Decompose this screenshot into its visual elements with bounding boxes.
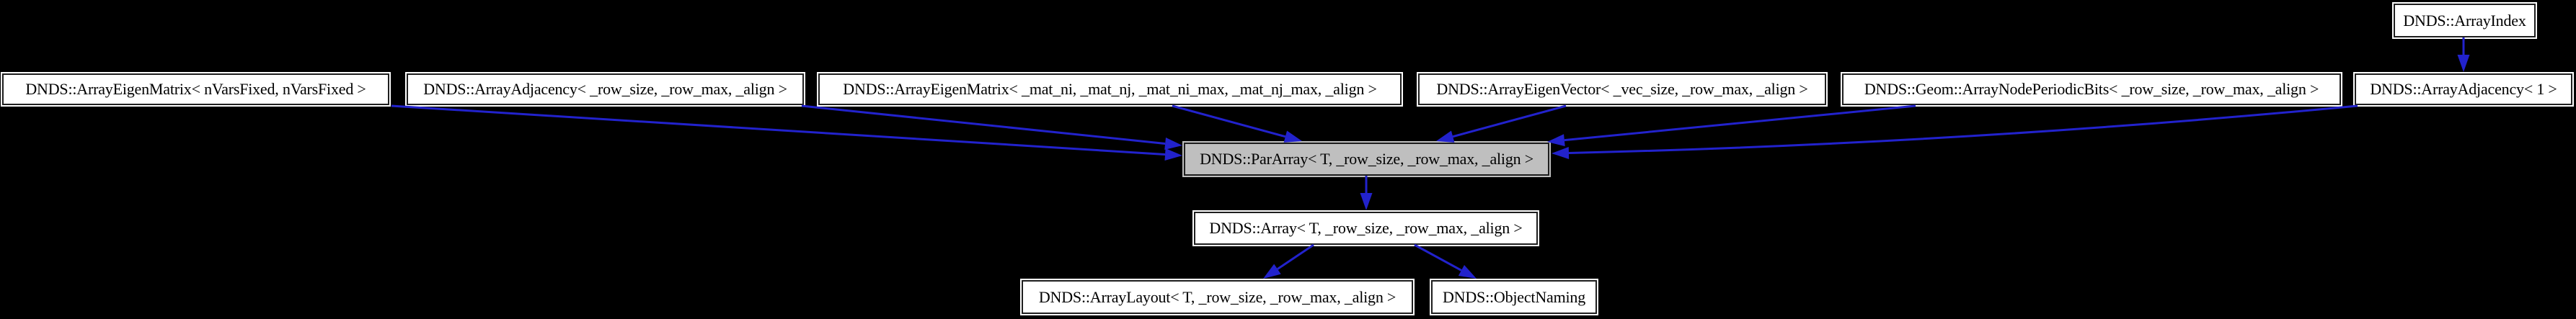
arrowhead-icon: [1552, 146, 1570, 159]
inheritance-edge-array-to-object-naming: [1414, 243, 1462, 271]
inheritance-edge-array-node-periodic-bits-to-par-array: [1564, 104, 1916, 142]
inheritance-edge-array-to-array-layout: [1277, 243, 1314, 270]
graph-node-object-naming[interactable]: DNDS::ObjectNaming: [1431, 280, 1597, 314]
graph-node-array-eigen-matrix-nvarsfixed[interactable]: DNDS::ArrayEigenMatrix< nVarsFixed, nVar…: [2, 73, 389, 105]
inheritance-edge-array-adjacency-to-par-array: [801, 104, 1166, 145]
graph-node-label: DNDS::Geom::ArrayNodePeriodicBits< _row_…: [1864, 80, 2319, 98]
graph-node-label: DNDS::ArrayAdjacency< 1 >: [2370, 80, 2557, 98]
graph-node-label: DNDS::ArrayAdjacency< _row_size, _row_ma…: [423, 80, 787, 98]
graph-node-label: DNDS::ArrayEigenMatrix< _mat_ni, _mat_nj…: [843, 80, 1377, 98]
inheritance-edge-array-eigen-matrix-mat-to-par-array: [1172, 104, 1286, 138]
graph-node-par-array[interactable]: DNDS::ParArray< T, _row_size, _row_max, …: [1184, 143, 1549, 176]
graph-node-label: DNDS::ObjectNaming: [1442, 287, 1586, 306]
inheritance-edge-array-eigen-matrix-nvarsfixed-to-par-array: [391, 104, 1166, 156]
graph-node-array[interactable]: DNDS::Array< T, _row_size, _row_max, _al…: [1194, 212, 1538, 245]
graph-node-array-index[interactable]: DNDS::ArrayIndex: [2394, 4, 2536, 37]
graph-node-label: DNDS::ArrayIndex: [2403, 11, 2526, 30]
graph-node-array-adjacency-1[interactable]: DNDS::ArrayAdjacency< 1 >: [2355, 73, 2572, 105]
inheritance-edge-array-adjacency-1-to-par-array: [1568, 104, 2358, 154]
graph-node-label: DNDS::ArrayEigenMatrix< nVarsFixed, nVar…: [25, 80, 366, 98]
arrowhead-icon: [2457, 55, 2470, 72]
graph-node-array-eigen-matrix-mat[interactable]: DNDS::ArrayEigenMatrix< _mat_ni, _mat_nj…: [818, 73, 1402, 105]
arrowhead-icon: [1360, 193, 1373, 210]
graph-node-array-adjacency[interactable]: DNDS::ArrayAdjacency< _row_size, _row_ma…: [407, 73, 804, 105]
arrowhead-icon: [1283, 130, 1302, 143]
arrowhead-icon: [1164, 138, 1182, 150]
inheritance-edge-array-eigen-vector-to-par-array: [1452, 104, 1567, 138]
arrowhead-icon: [1547, 134, 1565, 147]
arrowhead-icon: [1164, 148, 1182, 161]
arrowhead-icon: [1436, 130, 1455, 143]
arrowhead-icon: [1263, 264, 1281, 279]
graph-node-label: DNDS::ArrayEigenVector< _vec_size, _row_…: [1436, 80, 1808, 98]
arrowhead-icon: [1458, 265, 1477, 279]
graph-node-label: DNDS::Array< T, _row_size, _row_max, _al…: [1209, 219, 1523, 237]
graph-node-label: DNDS::ParArray< T, _row_size, _row_max, …: [1200, 150, 1533, 168]
graph-node-label: DNDS::ArrayLayout< T, _row_size, _row_ma…: [1038, 287, 1397, 306]
graph-node-array-eigen-vector[interactable]: DNDS::ArrayEigenVector< _vec_size, _row_…: [1418, 73, 1826, 105]
graph-node-array-layout[interactable]: DNDS::ArrayLayout< T, _row_size, _row_ma…: [1022, 280, 1413, 314]
graph-node-array-node-periodic-bits[interactable]: DNDS::Geom::ArrayNodePeriodicBits< _row_…: [1842, 73, 2341, 105]
